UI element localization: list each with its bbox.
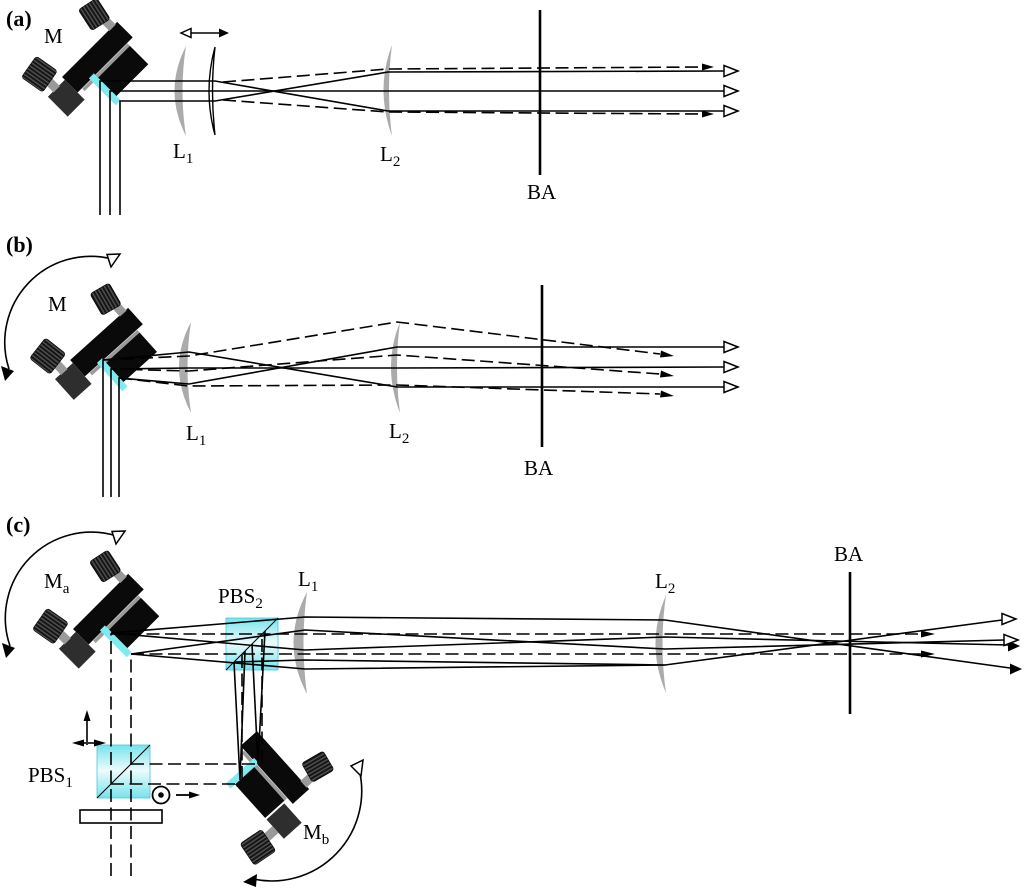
panel-a: (a) M L1 L: [6, 0, 741, 215]
polarization-in-plane-arrow-icon: [176, 791, 200, 799]
pbs1-translate-up-arrow-icon: [83, 710, 91, 745]
mirror-label-b: M: [48, 292, 67, 316]
lens2-label-a: L2: [380, 142, 400, 170]
rays-solid-b: [102, 340, 741, 497]
panel-a-tag: (a): [6, 6, 32, 31]
mirror-mount-b: [23, 278, 170, 424]
panel-b-tag: (b): [6, 232, 33, 257]
mirror-b-rotate-arrow-icon: [243, 758, 364, 887]
mirror-a-label: Ma: [44, 569, 70, 597]
pbs1-base-plate: [79, 809, 163, 824]
lens2-label-c: L2: [655, 569, 675, 597]
aperture-label-c: BA: [834, 542, 864, 566]
lens-translate-arrow-icon: [179, 27, 229, 39]
mirror-rotate-arrow-icon: [1, 253, 122, 381]
aperture-label-a: BA: [527, 180, 557, 204]
mirror-mount-a: [15, 0, 161, 140]
lens1-label-c: L1: [298, 567, 318, 595]
lens2-label-b: L2: [389, 419, 409, 447]
pbs1-translate-horizontal-arrow-icon: [72, 739, 106, 747]
panel-b: (b) M L1: [1, 232, 741, 497]
lens1-label-b: L1: [186, 421, 206, 449]
panel-c: (c) Ma PBS2 PBS1: [2, 512, 1022, 887]
mirror-b-label: Mb: [303, 820, 329, 848]
pbs1-cube: [96, 744, 151, 799]
rays-solid-a: [99, 64, 741, 215]
mirror-a-rotate-arrow-icon: [2, 530, 127, 658]
polarization-out-of-plane-icon: [151, 785, 171, 805]
aperture-label-b: BA: [524, 456, 554, 480]
lens1-label-a: L1: [173, 139, 193, 167]
pbs1-label: PBS1: [28, 763, 73, 791]
pbs2-label: PBS2: [218, 584, 263, 612]
rays-dashed-a: [222, 63, 714, 118]
rays-dashed-b: [102, 321, 674, 398]
panel-c-tag: (c): [6, 512, 30, 537]
mirror-label-a: M: [44, 24, 63, 48]
rays-solid-c: [110, 612, 1022, 781]
lens-L1-c: [293, 592, 307, 694]
lens-L2-c: [655, 595, 666, 693]
